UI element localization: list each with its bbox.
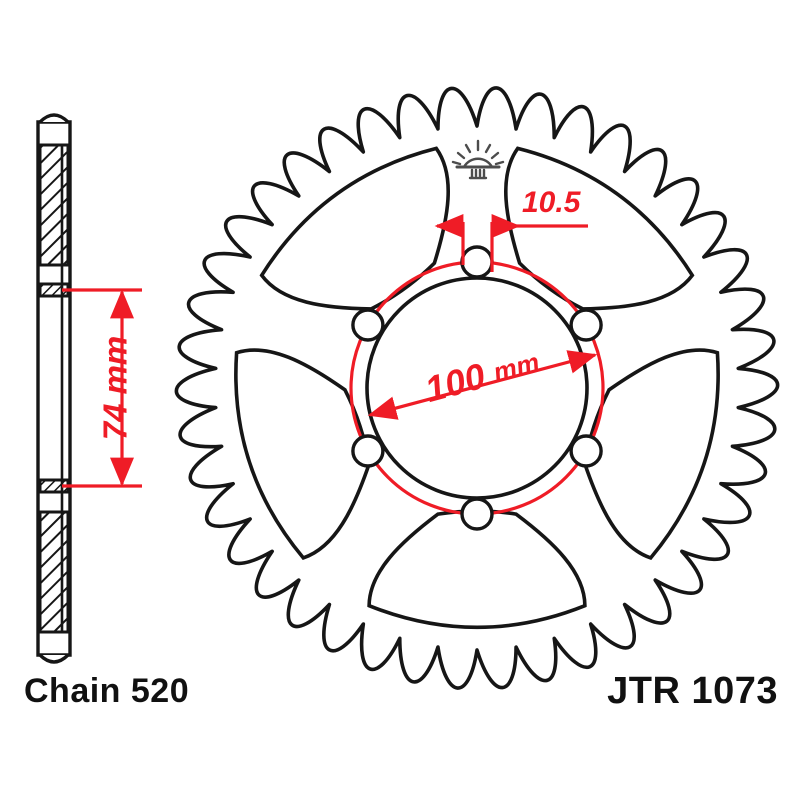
dim100-line [367, 350, 598, 420]
dimension-74mm: 74 mm [62, 288, 142, 488]
bolt-hole [351, 308, 385, 342]
dim105-label: 10.5 [522, 186, 582, 219]
sprocket-front-view [174, 86, 780, 690]
sunrise-icon [451, 139, 505, 180]
dimension-10-5: 10.5 [434, 186, 588, 272]
dim74-label: 74 mm [97, 336, 134, 441]
side-view-top-tip [38, 113, 70, 124]
lightening-window [504, 146, 695, 311]
bolt-hole [351, 434, 385, 468]
bolt-hole [569, 308, 603, 342]
lightening-window [234, 348, 371, 560]
chain-size-label: Chain 520 [24, 672, 190, 710]
part-number-label: JTR 1073 [607, 670, 778, 712]
side-view-section [36, 113, 72, 664]
sprocket-lightening-windows [234, 146, 720, 630]
bolt-hole [569, 434, 603, 468]
side-view-hatch-lower [38, 510, 70, 634]
sprocket-bolt-holes [351, 245, 603, 531]
side-view-bottom-tip [38, 653, 70, 664]
lightening-window [259, 146, 450, 311]
bolt-hole [460, 497, 494, 531]
bolt-hole [460, 245, 494, 279]
side-view-hatch-upper [38, 143, 70, 267]
lightening-window [367, 509, 587, 630]
